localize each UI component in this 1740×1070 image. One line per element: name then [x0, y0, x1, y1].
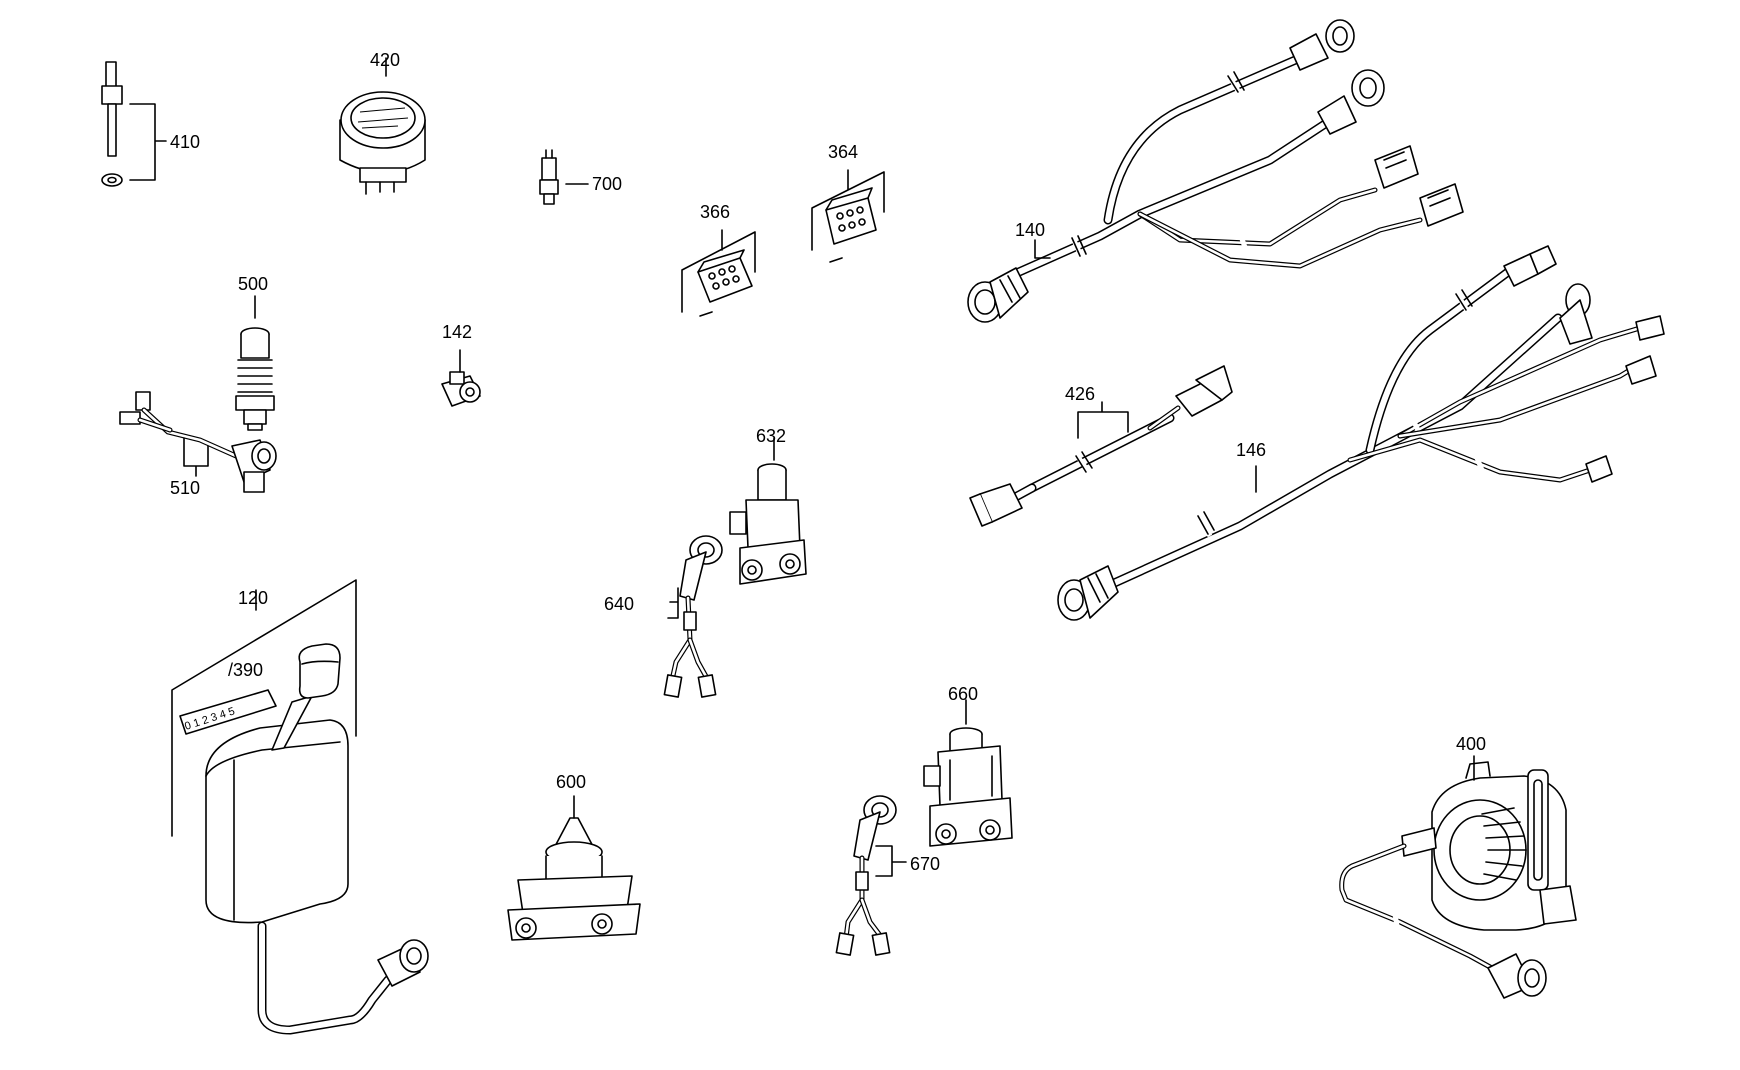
part-410-sensor — [101, 61, 167, 187]
part-142-connector — [441, 349, 481, 407]
part-660-solenoid-valve — [923, 699, 1013, 847]
part-500-sensor — [235, 295, 275, 431]
callout-120: 120 — [238, 588, 268, 608]
part-640-plug — [663, 535, 723, 698]
callout-364: 364 — [828, 142, 858, 162]
part-700-pressure-switch — [539, 149, 589, 205]
callout-142: 142 — [442, 322, 472, 342]
part-146-cable-harness — [1057, 245, 1665, 621]
callout-640: 640 — [604, 594, 634, 614]
part-600-pressure-regulator — [507, 795, 641, 941]
part-426-cable — [969, 365, 1233, 527]
callout-660: 660 — [948, 684, 978, 704]
callout-410: 410 — [170, 132, 200, 152]
part-366-connector — [681, 229, 756, 317]
callout-420: 420 — [370, 50, 400, 70]
part-140-cable-harness — [967, 19, 1464, 323]
callout-500: 500 — [238, 274, 268, 294]
callout-146: 146 — [1236, 440, 1266, 460]
part-510-cable — [119, 391, 277, 493]
callout-600: 600 — [556, 772, 586, 792]
part-400-electric-motor — [1339, 755, 1577, 999]
callout-426: 426 — [1065, 384, 1095, 404]
callout-700: 700 — [592, 174, 622, 194]
callout-400: 400 — [1456, 734, 1486, 754]
callout-140: 140 — [1015, 220, 1045, 240]
callout-510: 510 — [170, 478, 200, 498]
part-632-solenoid-valve — [729, 437, 807, 585]
callout-390: /390 — [228, 660, 263, 680]
callout-670: 670 — [910, 854, 940, 874]
part-120-control-lever: 0 1 2 3 4 5 — [171, 579, 429, 1035]
part-364-connector — [811, 169, 885, 263]
callout-366: 366 — [700, 202, 730, 222]
callout-632: 632 — [756, 426, 786, 446]
part-420-gauge — [339, 57, 426, 195]
part-670-plug — [835, 795, 907, 956]
